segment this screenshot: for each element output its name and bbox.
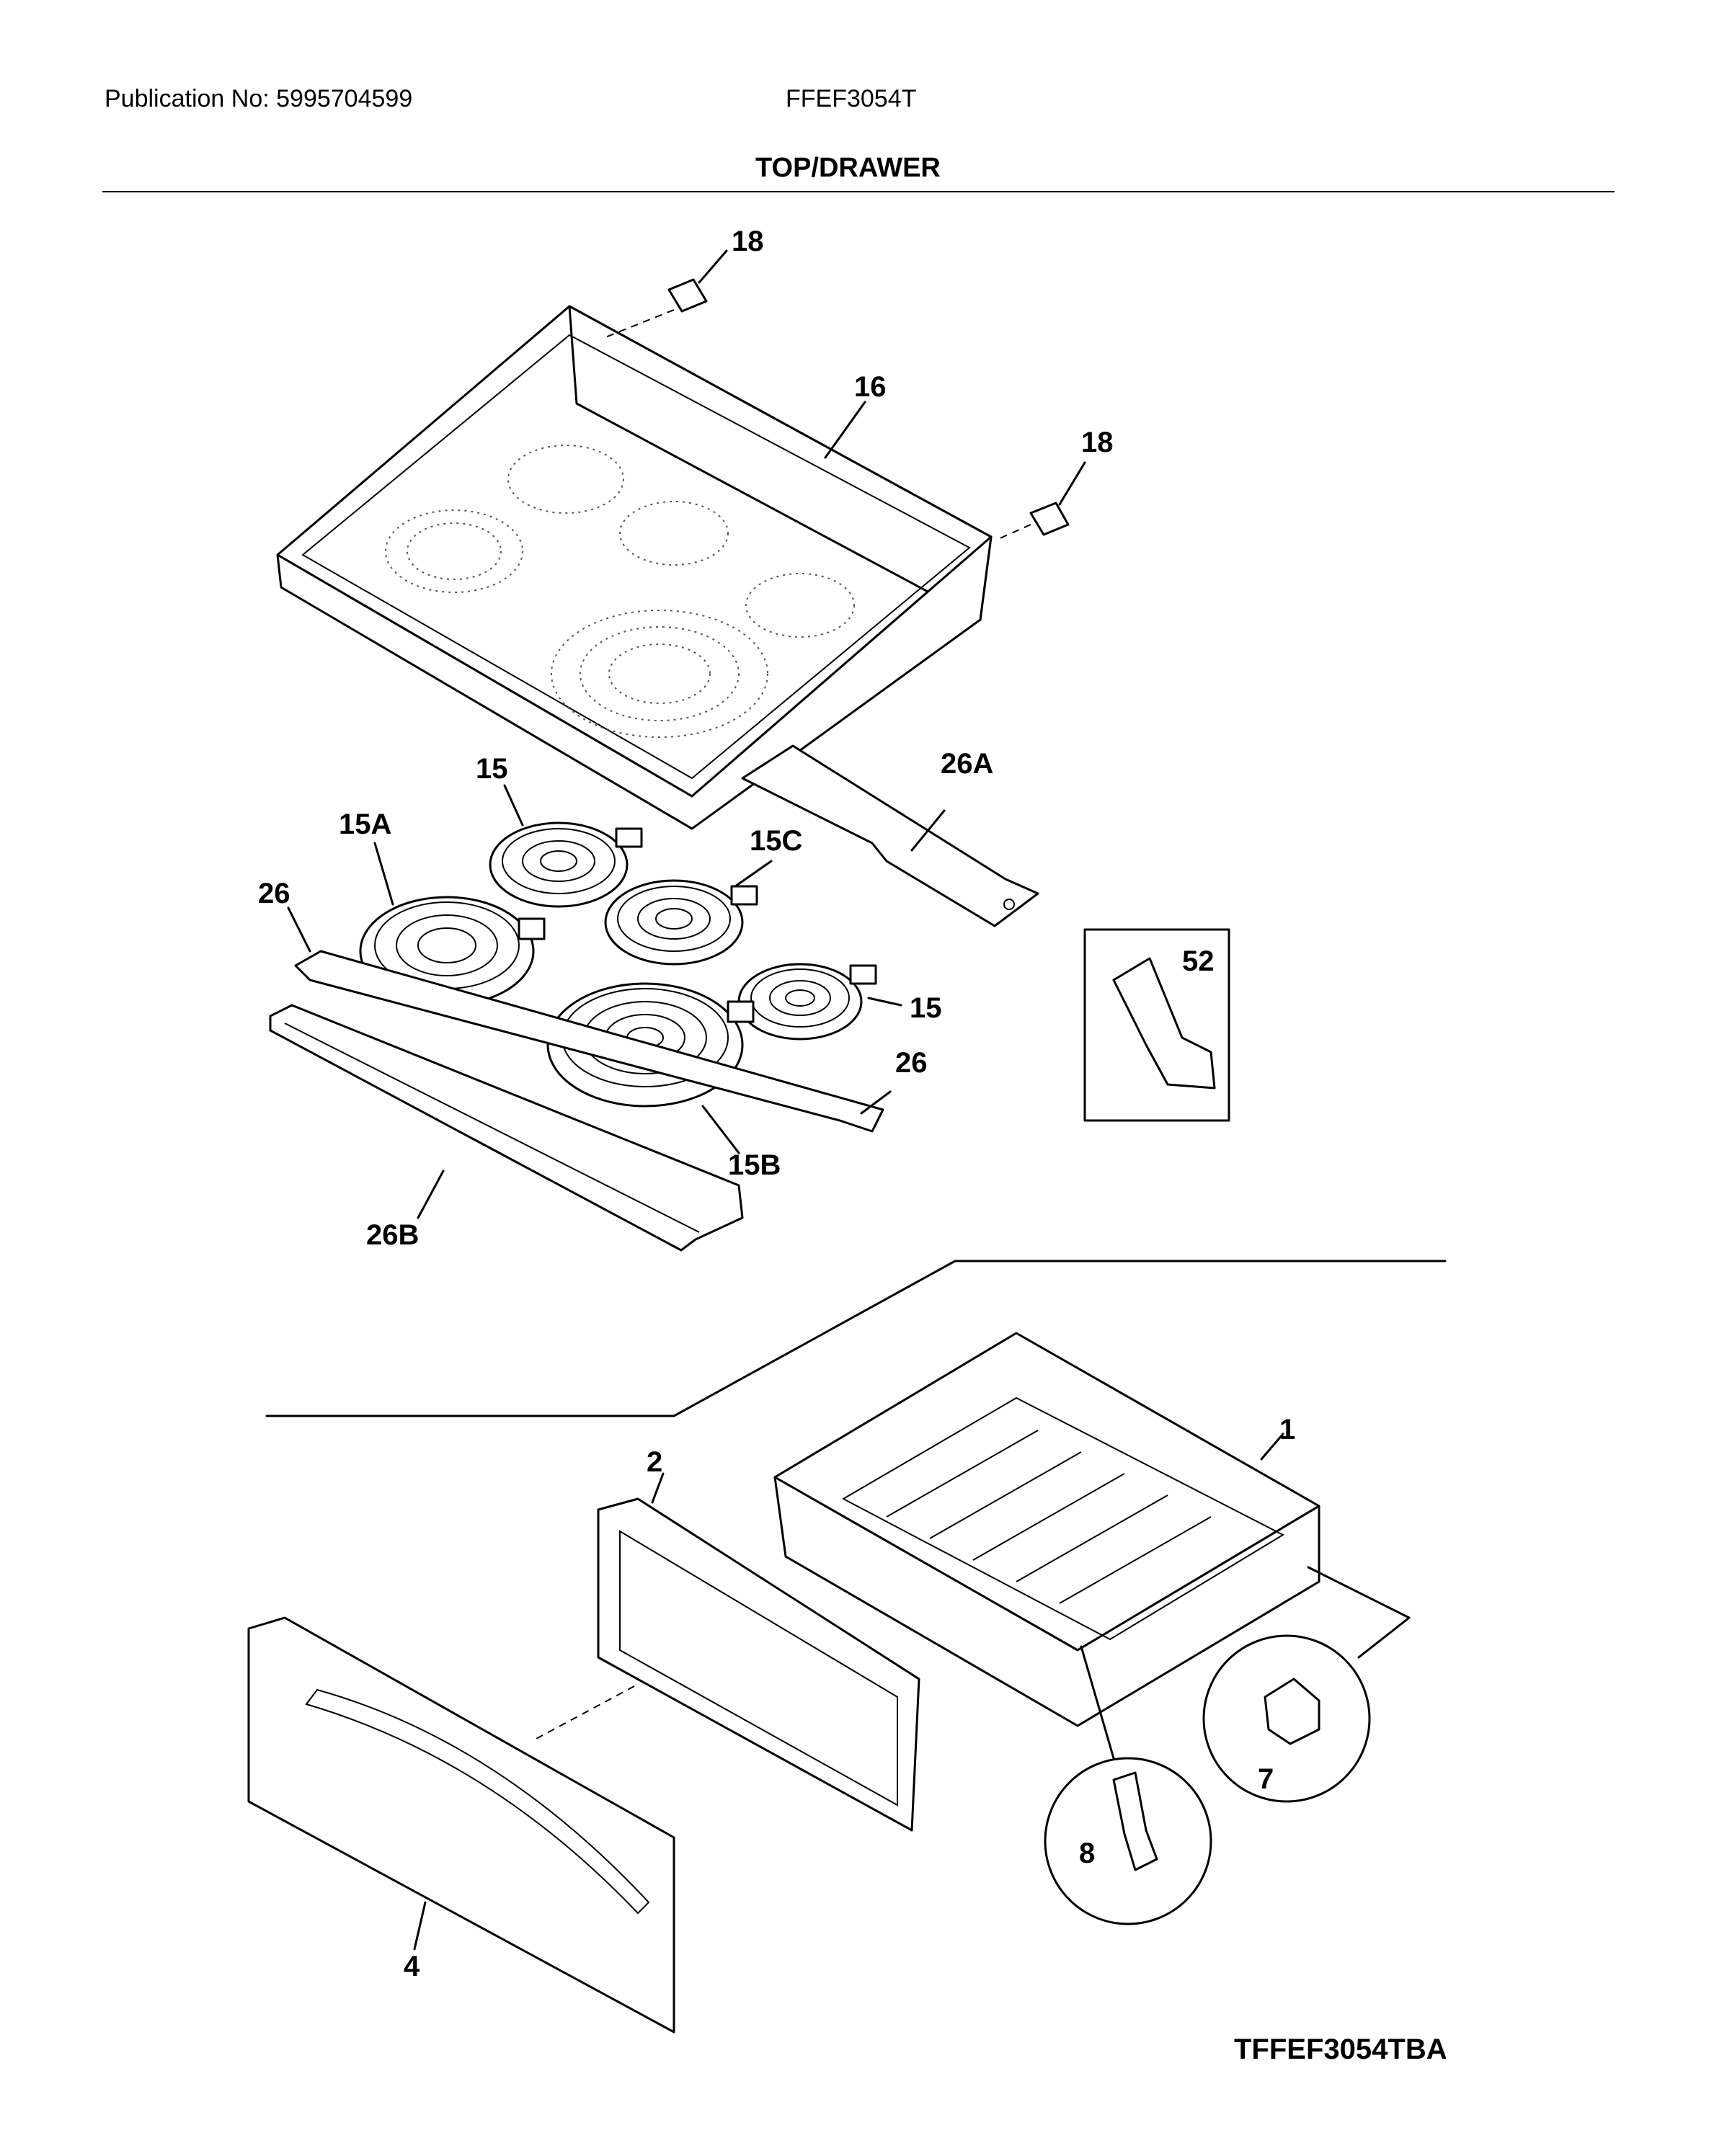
drawer-inner-panel [597, 1472, 920, 1832]
callout-16: 16 [854, 371, 887, 403]
detail-inset-7 [1202, 1566, 1411, 1803]
callout-4: 4 [404, 1951, 420, 1982]
callout-1: 1 [1279, 1414, 1295, 1446]
section-title: TOP/DRAWER [755, 153, 941, 183]
header-divider [102, 191, 1615, 192]
model-number: FFEF3054T [786, 85, 917, 112]
detail-inset-8 [1044, 1645, 1212, 1925]
element-support-bracket-26a [741, 744, 1039, 927]
heating-element-15-top [489, 784, 643, 908]
callout-7: 7 [1258, 1763, 1274, 1795]
callout-26-right: 26 [895, 1047, 928, 1079]
top-hinge-clip-lower [998, 461, 1086, 540]
callout-15-right: 15 [910, 992, 942, 1024]
section-divider-line [265, 1260, 1447, 1417]
callout-15-top: 15 [476, 753, 508, 785]
heating-element-15c [604, 860, 773, 966]
detail-inset-52 [1083, 928, 1230, 1122]
publication-number: Publication No: 5995704599 [105, 85, 413, 112]
callout-15a: 15A [339, 808, 391, 840]
cooktop-glass-top [276, 305, 993, 830]
callout-26-left: 26 [258, 878, 290, 909]
front-rail-26b [269, 1004, 744, 1252]
element-support-bracket-26 [287, 906, 892, 1133]
callout-2: 2 [647, 1446, 662, 1478]
top-hinge-clip-upper [605, 249, 728, 338]
callout-8: 8 [1079, 1838, 1095, 1869]
callout-26b: 26B [366, 1219, 419, 1251]
drawer-front-panel [247, 1616, 675, 2034]
callout-52: 52 [1182, 945, 1215, 977]
heating-element-15-right [737, 963, 902, 1041]
callout-18-upper: 18 [732, 226, 764, 257]
callout-18-lower: 18 [1081, 427, 1114, 458]
callout-15c: 15C [750, 825, 802, 857]
callout-26a: 26A [941, 748, 993, 780]
figure-code: TFFEF3054TBA [1234, 2034, 1447, 2065]
callout-15b: 15B [728, 1149, 781, 1181]
drawer-body [773, 1332, 1320, 1727]
leader-line-16 [824, 401, 866, 459]
